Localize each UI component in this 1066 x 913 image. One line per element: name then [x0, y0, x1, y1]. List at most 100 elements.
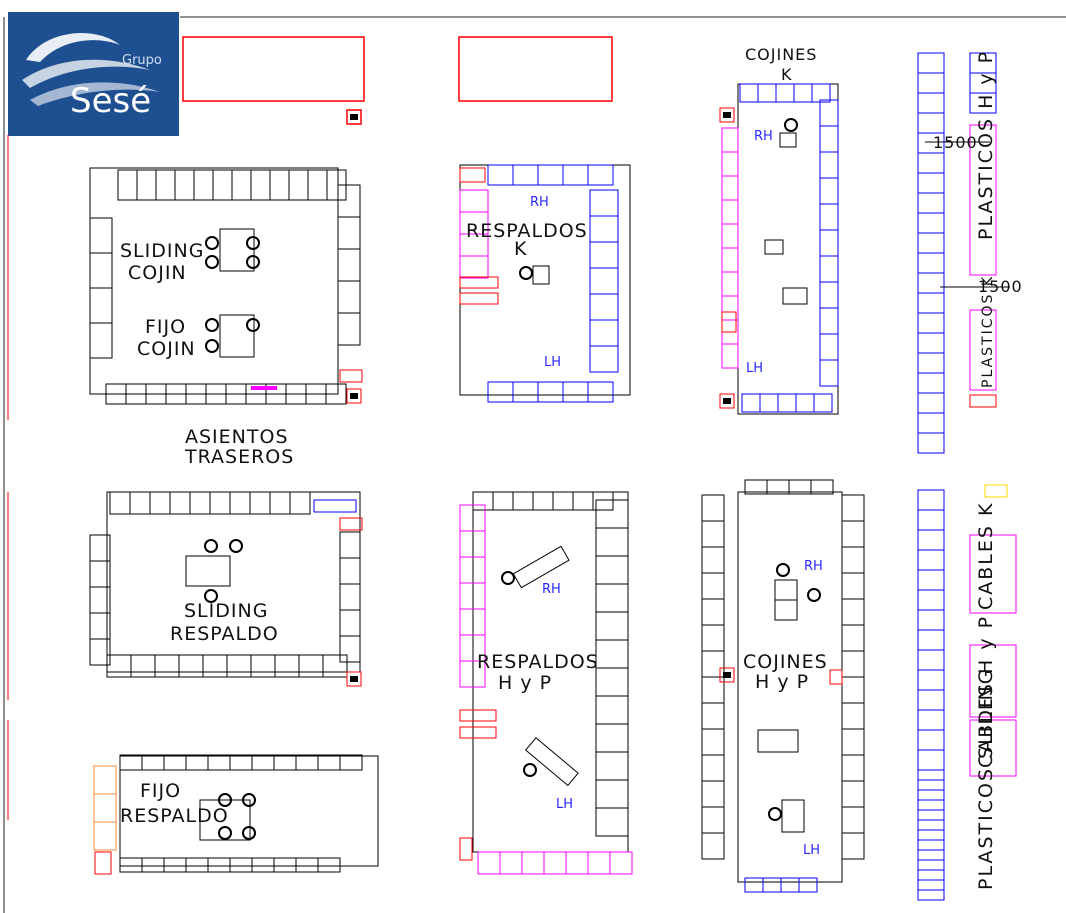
- storage-bin: [917, 172, 945, 194]
- zone-title-asientos: ASIENTOS: [185, 426, 289, 448]
- storage-bin: [917, 72, 945, 94]
- storage-bin: [759, 393, 779, 413]
- storage-bin: [512, 491, 534, 511]
- storage-bin: [819, 229, 839, 257]
- storage-bin: [562, 381, 589, 403]
- storage-bin: [721, 223, 739, 249]
- storage-bin: [552, 491, 574, 511]
- zone-respaldos-hyp: RESPALDOS H y P RH LH: [459, 491, 633, 875]
- storage-bin: [251, 857, 275, 873]
- storage-bin: [250, 654, 276, 678]
- storage-bin: [917, 589, 945, 611]
- scrap-box-1: [339, 369, 363, 383]
- storage-bin: [917, 609, 945, 631]
- storage-bin: [721, 247, 739, 273]
- storage-bin: [721, 199, 739, 225]
- storage-bin: [701, 754, 725, 782]
- logo-grupo-text: Grupo: [122, 53, 162, 68]
- storage-bin: [701, 676, 725, 704]
- storage-bin: [269, 169, 290, 201]
- storage-bin: [274, 654, 300, 678]
- storage-bin: [793, 83, 813, 103]
- dimension-1500-bottom: 1500: [978, 277, 1023, 296]
- storage-bin: [701, 780, 725, 808]
- storage-bin: [163, 754, 187, 771]
- storage-bin: [589, 215, 619, 243]
- storage-bin: [721, 151, 739, 177]
- storage-bin: [819, 359, 839, 387]
- storage-bin: [229, 857, 253, 873]
- storage-bin: [721, 175, 739, 201]
- storage-bin: [209, 491, 231, 515]
- storage-bin: [917, 352, 945, 374]
- side-label-lh-3: LH: [746, 361, 763, 376]
- storage-bin: [841, 598, 865, 626]
- storage-bin: [325, 383, 347, 405]
- storage-bin: [487, 164, 514, 186]
- storage-bin: [701, 624, 725, 652]
- storage-bin: [841, 676, 865, 704]
- storage-bin: [93, 793, 117, 823]
- storage-bin: [89, 217, 113, 254]
- storage-bin: [337, 248, 361, 282]
- storage-bin: [587, 164, 614, 186]
- storage-bin: [499, 851, 523, 875]
- storage-bin: [819, 333, 839, 361]
- zone-title-k: K: [514, 238, 527, 260]
- storage-bin: [587, 381, 614, 403]
- side-label-lh: LH: [544, 355, 561, 370]
- storage-bin: [917, 52, 945, 74]
- storage-bin: [819, 177, 839, 205]
- storage-bin: [298, 654, 324, 678]
- storage-bin: [229, 754, 253, 771]
- storage-bin: [798, 877, 818, 893]
- storage-bin: [917, 509, 945, 531]
- storage-bin: [917, 549, 945, 571]
- storage-bin: [917, 392, 945, 414]
- storage-bin: [93, 821, 117, 851]
- storage-bin: [969, 92, 997, 114]
- vertical-label-cables-k: CABLES K: [975, 502, 997, 610]
- storage-bin: [917, 332, 945, 354]
- side-label-rh-3: RH: [754, 129, 773, 144]
- storage-bin: [841, 806, 865, 834]
- storage-bin: [537, 381, 564, 403]
- storage-bin: [295, 857, 319, 873]
- storage-bin: [819, 99, 839, 127]
- storage-bin: [701, 546, 725, 574]
- zone-title-cojin: COJIN: [128, 262, 187, 284]
- storage-bin: [701, 520, 725, 548]
- storage-bin: [459, 660, 486, 688]
- storage-bin: [202, 654, 228, 678]
- zone-respaldos-k: RESPALDOS K RH LH: [459, 164, 631, 403]
- storage-bin: [477, 851, 501, 875]
- storage-bin: [339, 754, 363, 771]
- storage-bin: [136, 169, 157, 201]
- storage-bin: [249, 491, 271, 515]
- storage-bin: [141, 754, 165, 771]
- storage-bin: [89, 322, 113, 359]
- side-label-lh-2: LH: [556, 797, 573, 812]
- storage-bin: [917, 312, 945, 334]
- zone-title-hyp-2: H y P: [755, 671, 809, 693]
- storage-bin: [595, 779, 629, 809]
- zone-title-respaldo: RESPALDO: [170, 623, 279, 645]
- storage-bin: [562, 164, 589, 186]
- storage-bin: [795, 393, 815, 413]
- zone-title-sliding: SLIDING: [120, 240, 204, 262]
- zone-sliding-respaldo: SLIDING RESPALDO: [89, 491, 363, 687]
- storage-bin: [185, 857, 209, 873]
- storage-bin: [543, 851, 567, 875]
- storage-bin: [89, 287, 113, 324]
- storage-bin: [109, 491, 131, 515]
- storage-bin: [337, 216, 361, 250]
- storage-bin: [178, 654, 204, 678]
- storage-bin: [917, 432, 945, 454]
- storage-bin: [273, 857, 297, 873]
- storage-bin: [273, 754, 297, 771]
- storage-bin: [595, 499, 629, 529]
- storage-bin: [289, 491, 311, 515]
- storage-bin: [841, 780, 865, 808]
- storage-bin: [701, 494, 725, 522]
